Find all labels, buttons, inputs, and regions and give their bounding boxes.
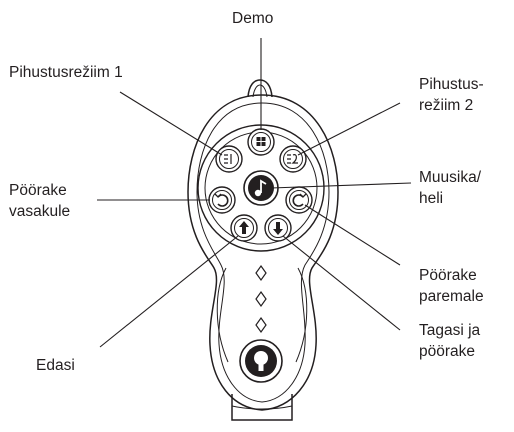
label-back-and-turn-line2: pöörake (419, 341, 480, 362)
demo-button[interactable] (248, 129, 274, 155)
diamond-icon (256, 292, 266, 306)
joystick[interactable] (240, 340, 282, 382)
turn-left-button[interactable] (209, 187, 235, 213)
label-turn-left-line1: Pöörake (9, 180, 70, 201)
label-turn-left: Pöörake vasakule (9, 180, 70, 222)
label-spray-mode-2: Pihustus- režiim 2 (419, 74, 484, 116)
label-demo: Demo (232, 8, 273, 29)
label-turn-right: Pöörake paremale (419, 265, 484, 307)
label-music-line1: Muusika/ (419, 167, 481, 188)
label-turn-right-line1: Pöörake (419, 265, 484, 286)
diamond-icon (256, 318, 266, 332)
label-turn-left-line2: vasakule (9, 201, 70, 222)
spray-mode-2-button[interactable] (280, 146, 306, 172)
forward-button[interactable] (231, 215, 257, 241)
label-music-line2: heli (419, 188, 481, 209)
leader-line-forward (100, 236, 238, 347)
label-music: Muusika/ heli (419, 167, 481, 209)
label-spray-mode-1: Pihustusrežiim 1 (9, 62, 123, 83)
label-turn-right-line2: paremale (419, 286, 484, 307)
diamond-indicators (256, 266, 266, 332)
diamond-icon (256, 266, 266, 280)
label-forward: Edasi (36, 355, 75, 376)
label-back-and-turn-line1: Tagasi ja (419, 320, 480, 341)
turn-right-button[interactable] (286, 187, 312, 213)
label-back-and-turn: Tagasi ja pöörake (419, 320, 480, 362)
spray-mode-1-button[interactable] (216, 146, 242, 172)
leader-line-back (283, 236, 400, 330)
label-spray-mode-2-line1: Pihustus- (419, 74, 484, 95)
back-button[interactable] (265, 215, 291, 241)
leader-line-spray-2 (298, 103, 400, 155)
label-spray-mode-2-line2: režiim 2 (419, 95, 484, 116)
